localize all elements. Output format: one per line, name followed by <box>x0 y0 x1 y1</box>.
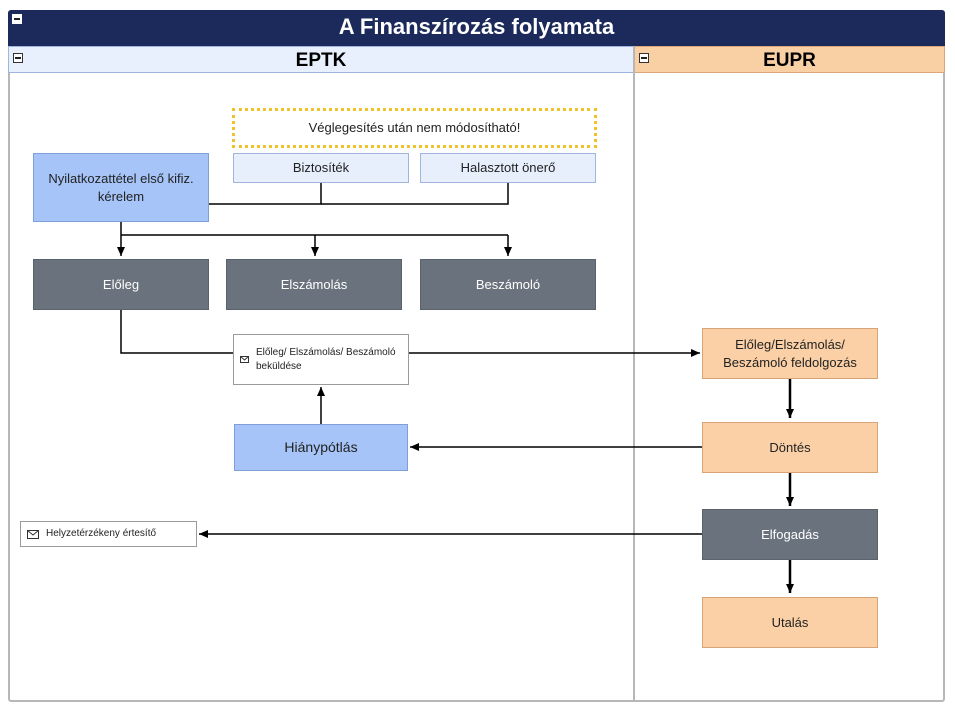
node-label: Beszámoló <box>475 276 541 292</box>
node-label: Előleg/Elszámolás/ Beszámoló feldolgozás <box>723 336 857 370</box>
node-dontes[interactable]: Döntés <box>702 422 878 473</box>
node-nyilatkozattetel[interactable]: Nyilatkozattétel első kifiz. kérelem <box>33 153 209 222</box>
lane-header-eptk: EPTK <box>8 46 634 73</box>
node-utalas[interactable]: Utalás <box>702 597 878 648</box>
node-beszamolo[interactable]: Beszámoló <box>420 259 596 310</box>
collapse-icon[interactable] <box>13 53 23 63</box>
envelope-icon <box>240 356 249 363</box>
message-ertesito[interactable]: Helyzetérzékeny értesítő <box>20 521 197 547</box>
node-label: Döntés <box>769 439 811 455</box>
connector-biztositek <box>209 183 322 205</box>
collapse-icon[interactable] <box>639 53 649 63</box>
connector-halasztott <box>321 183 509 205</box>
connector-eloleg-bekuldes <box>120 310 233 354</box>
node-label: Biztosíték <box>292 160 350 176</box>
node-label: Halasztott önerő <box>460 160 556 176</box>
lane-title-eptk: EPTK <box>295 50 347 71</box>
node-feldolgozas[interactable]: Előleg/Elszámolás/ Beszámoló feldolgozás <box>702 328 878 379</box>
lane-header-eupr: EUPR <box>634 46 945 73</box>
node-elszamolas[interactable]: Elszámolás <box>226 259 402 310</box>
node-label: Előleg <box>102 276 140 292</box>
node-halasztott-onero[interactable]: Halasztott önerő <box>420 153 596 183</box>
lane-title-eupr: EUPR <box>763 50 816 71</box>
node-label: Elszámolás <box>280 276 348 292</box>
diagram-title-bar: A Finanszírozás folyamata <box>8 10 945 46</box>
node-eloleg[interactable]: Előleg <box>33 259 209 310</box>
lane-divider <box>633 46 635 702</box>
node-label: Elfogadás <box>761 526 819 542</box>
diagram-title: A Finanszírozás folyamata <box>338 14 615 39</box>
note-text: Véglegesítés után nem módosítható! <box>308 120 521 136</box>
node-label: Utalás <box>771 614 809 630</box>
envelope-icon <box>27 529 39 539</box>
collapse-icon[interactable] <box>12 14 22 24</box>
message-label: Előleg/ Elszámolás/ Beszámoló beküldése <box>256 347 396 372</box>
node-biztositek[interactable]: Biztosíték <box>233 153 409 183</box>
message-label: Helyzetérzékeny értesítő <box>46 528 157 540</box>
message-bekuldes[interactable]: Előleg/ Elszámolás/ Beszámoló beküldése <box>233 334 409 385</box>
note-final-warning: Véglegesítés után nem módosítható! <box>232 108 597 148</box>
node-label: Nyilatkozattétel első kifiz. kérelem <box>48 170 194 204</box>
node-elfogadas[interactable]: Elfogadás <box>702 509 878 560</box>
node-label: Hiánypótlás <box>284 439 358 456</box>
node-hianypotlas[interactable]: Hiánypótlás <box>234 424 408 471</box>
